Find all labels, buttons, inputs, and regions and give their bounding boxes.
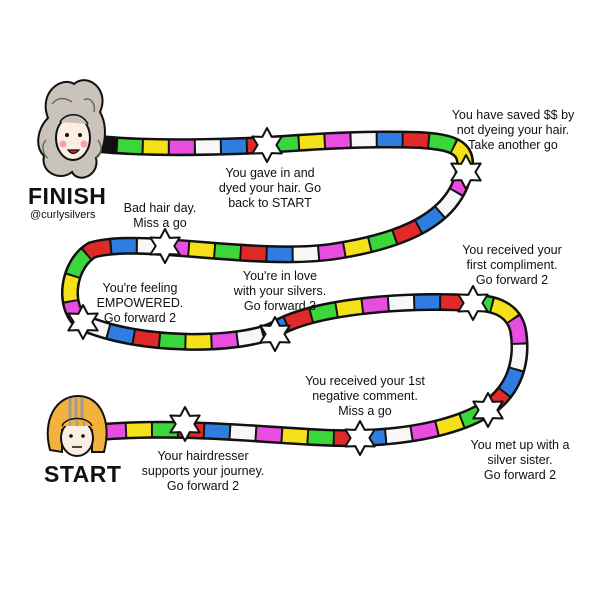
star-icon [149, 228, 181, 264]
star-icon [169, 406, 201, 442]
finish-character-icon [37, 79, 106, 179]
handle-label: @curlysilvers [30, 209, 96, 221]
star-icon [344, 420, 376, 456]
star-icon [472, 392, 504, 428]
square-compliment-text: You received your first compliment. Go f… [462, 243, 562, 287]
square-negative-text: You received your 1st negative comment. … [305, 374, 425, 418]
square-hairdresser-text: Your hairdresser supports your journey. … [141, 449, 265, 493]
square-gave-in-text: You gave in and dyed your hair. Go back … [218, 166, 322, 210]
square-love-text: You're in love with your silvers. Go for… [233, 269, 327, 313]
square-silver-sister-text: You met up with a silver sister. Go forw… [470, 438, 570, 482]
start-label: START [44, 461, 122, 487]
square-saved-text: You have saved $$ by not dyeing your hai… [451, 108, 575, 152]
start-character-icon [46, 394, 108, 457]
finish-label: FINISH [28, 183, 107, 209]
square-empowered-text: You're feeling EMPOWERED. Go forward 2 [96, 281, 184, 325]
board-square [63, 132, 526, 445]
square-bad-hair-text: Bad hair day. Miss a go [123, 201, 197, 230]
star-icon [259, 316, 291, 352]
star-icon [457, 285, 489, 321]
star-icon [450, 154, 482, 190]
star-icon [251, 127, 283, 163]
board-square [63, 132, 526, 445]
star-icon [67, 304, 99, 340]
star-markers [67, 127, 504, 456]
